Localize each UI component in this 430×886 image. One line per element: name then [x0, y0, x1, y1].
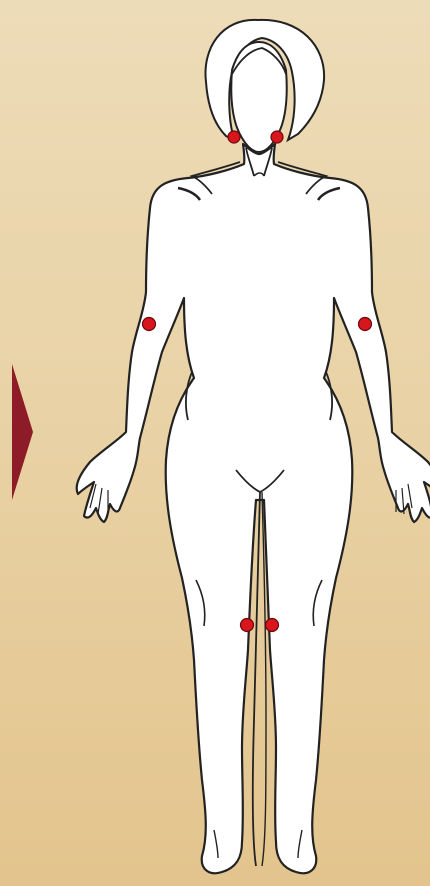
marker-neck-left[interactable]	[228, 131, 240, 143]
marker-knee-right-side[interactable]	[241, 619, 254, 632]
marker-elbow-right-side[interactable]	[143, 318, 156, 331]
next-arrow-icon[interactable]	[12, 364, 33, 500]
marker-neck-right[interactable]	[271, 131, 283, 143]
marker-knee-left-side[interactable]	[266, 619, 279, 632]
marker-elbow-left-side[interactable]	[359, 318, 372, 331]
